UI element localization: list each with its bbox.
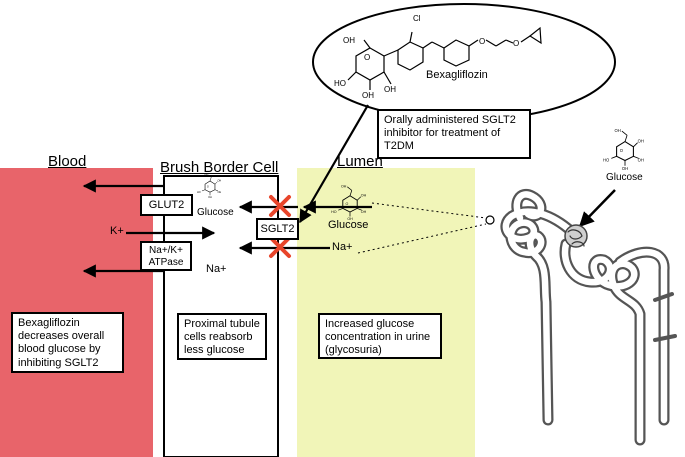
svg-text:Cl: Cl	[413, 14, 421, 23]
inhibition-x-mark	[269, 195, 291, 217]
nephron-link-line	[357, 223, 487, 254]
transport-arrows	[82, 179, 372, 278]
inhibition-x-mark	[269, 236, 291, 258]
glucose-structure-icon	[196, 173, 222, 200]
nephron-link-line	[371, 202, 487, 219]
svg-text:OH: OH	[384, 85, 396, 94]
drug-pointer-arrow	[299, 104, 369, 224]
nephron-zoom-circle	[485, 215, 495, 225]
glut2-box: GLUT2	[140, 194, 193, 216]
svg-text:HO: HO	[334, 79, 346, 88]
blood-effect-box: Bexagliflozin decreases overall blood gl…	[11, 312, 124, 373]
na-lumen-label: Na+	[332, 241, 353, 253]
svg-text:OH: OH	[362, 91, 374, 100]
glucose-to-kidney-arrow	[578, 189, 616, 228]
lumen-heading: Lumen	[337, 153, 383, 170]
glucose-cell-label: Glucose	[197, 207, 234, 218]
kidney-nephron-illustration	[500, 189, 677, 446]
blood-heading: Blood	[48, 153, 87, 170]
svg-text:O: O	[479, 37, 485, 46]
lumen-effect-box: Increased glucose concentration in urine…	[318, 313, 442, 359]
svg-text:OH: OH	[343, 36, 355, 45]
na-k-atpase-box: Na+/K+ ATPase	[140, 241, 192, 271]
lumen-region	[297, 168, 475, 457]
cell-outline	[163, 175, 279, 457]
glucose-structure-icon	[602, 127, 645, 172]
drug-name: Bexagliflozin	[426, 69, 488, 81]
glucose-kidney-label: Glucose	[606, 172, 643, 183]
sglt2-box: SGLT2	[256, 218, 299, 240]
cell-heading: Brush Border Cell	[160, 159, 279, 176]
na-ion-label: Na+	[206, 263, 227, 275]
svg-text:O: O	[513, 39, 519, 48]
svg-text:O: O	[364, 53, 370, 62]
bexagliflozin-structure-icon: O OH OH OH HO Cl O O	[334, 14, 542, 100]
glucose-lumen-label: Glucose	[328, 219, 369, 231]
k-ion-label: K+	[110, 225, 124, 237]
drug-description-box: Orally administered SGLT2 inhibitor for …	[377, 109, 531, 159]
cell-effect-box: Proximal tubule cells reabsorb less gluc…	[177, 313, 267, 360]
